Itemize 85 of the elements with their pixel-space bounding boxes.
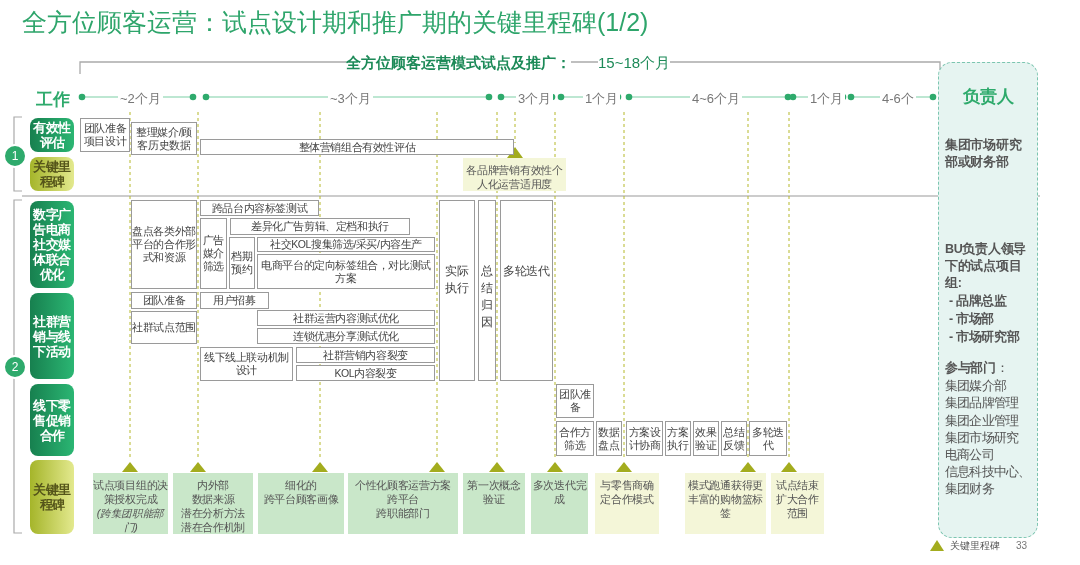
task-box: 团队准备 [131,292,197,309]
span-title: 全方位顾客运营模式试点及推广： [346,54,571,73]
duration-label: 1个月 [808,90,846,108]
task-box: 档期预约 [229,237,255,289]
milestone-text: 潜在合作机制 [180,520,246,534]
row-header: 线下零售促销合作 [30,384,74,456]
row-header: 社群营销与线下活动 [30,293,74,379]
panel-text: 参与部门： [945,360,1010,377]
task-box: 连锁优惠分享测试优化 [257,328,435,344]
milestone-text: 细化的 [284,478,318,492]
duration-label: 3个月 [516,90,554,108]
task-box: 广告媒介筛选 [200,218,227,289]
task-box: 线下线上联动机制设计 [200,347,293,381]
task-box: 盘点各类外部平台的合作形式和资源 [131,200,197,289]
task-box: 实际执行 [439,200,475,381]
duration-label: 4~6个月 [690,90,743,108]
milestone-box [348,473,458,534]
section-number: 1 [3,144,27,168]
row-header: 关键里程碑 [30,157,74,191]
task-box: 多轮迭代 [500,200,553,381]
task-box: 效果验证 [693,421,719,456]
milestone-box: 试点结束扩大合作范围 [771,473,824,534]
milestone-box [173,473,253,534]
milestone-text: 潜在分析方法 [180,506,246,520]
legend-label: 关键里程碑 [950,539,1000,553]
panel-text: 集团市场研究部或财务部 [945,137,1023,171]
row-header: 数字广告电商社交媒体联合优化 [30,201,74,288]
task-box: 团队准备 [556,384,594,418]
panel-text: 集团财务 [945,481,995,498]
section-number: 2 [3,355,27,379]
task-box: 总结反馈 [721,421,747,456]
panel-text: 集团企业管理 [945,413,1020,430]
duration-label: 1个月 [583,90,621,108]
duration-label: 4-6个 [880,90,916,108]
panel-heading: 负责人 [961,86,1015,108]
task-box: 社交KOL搜集筛选/采买/内容生产 [257,237,435,252]
task-box: 差异化广告剪辑、定档和执行 [230,218,410,235]
milestone-box: 第一次概念验证 [463,473,525,534]
task-box: 整体营销组合有效性评估 [200,139,514,155]
milestone-text: 数据来源 [191,492,235,506]
task-box: 数据盘点 [596,421,622,456]
title: 全方位顾客运营：试点设计期和推广期的关键里程碑(1/2) [22,7,649,38]
panel-text: - 市场研究部 [948,329,1021,346]
task-box: 团队准备项目设计 [80,118,130,152]
duration-label: ~2个月 [118,90,163,108]
milestone-text: 跨职能部门 [376,506,430,520]
milestone-text: 跨平台 [386,492,420,506]
milestone-text: 试点项目组的决策授权完成 [93,478,168,506]
span-duration: 15~18个月 [598,54,671,73]
row-title: 工作 [36,88,70,111]
duration-label: ~3个月 [328,90,373,108]
panel-text: 集团品牌管理 [945,395,1020,412]
task-box: 总结归因 [478,200,496,381]
milestone-text: 内外部 [196,478,230,492]
milestone-box: 模式跑通获得更丰富的购物篮标签 [685,473,766,534]
panel-text: 集团市场研究 [945,430,1020,447]
panel-text: - 市场部 [948,311,996,328]
row-header: 有效性评估 [30,118,74,152]
milestone-text: (跨集团职能部门) [95,506,166,534]
row-header: 关键里程碑 [30,460,74,534]
panel-text: BU负责人领导下的试点项目组: [945,241,1027,292]
milestone-box [93,473,168,534]
milestone-text: 跨平台顾客画像 [263,492,339,506]
task-box: 社群营销内容裂变 [296,347,435,363]
milestone-box: 各品牌营销有效性个人化运营适用度 [463,158,566,191]
milestone-box [258,473,344,534]
task-box: 跨品台内容标签测试 [200,200,319,216]
panel-text: 集团媒介部 [945,378,1008,395]
task-box: 多轮迭代 [749,421,787,456]
task-box: 方案执行 [665,421,691,456]
task-box: 社群运营内容测试优化 [257,310,435,326]
panel-text: - 品牌总监 [948,293,1008,310]
milestone-box: 多次迭代完成 [531,473,588,534]
task-box: KOL内容裂变 [296,365,435,381]
responsibility-panel [938,62,1038,538]
task-box: 用户招募 [200,292,269,309]
panel-text: 信息科技中心、 [945,464,1031,481]
task-box: 社群试点范围 [131,311,197,344]
milestone-box: 与零售商确定合作模式 [595,473,659,534]
task-box: 合作方筛选 [556,421,594,456]
task-box: 电商平台的定向标签组合，对比测试方案 [257,254,435,289]
task-box: 整理媒介/顾客历史数据 [131,122,197,155]
milestone-text: 个性化顾客运营方案 [354,478,452,492]
panel-text: 电商公司 [945,447,995,464]
task-box: 方案设计协商 [626,421,663,456]
